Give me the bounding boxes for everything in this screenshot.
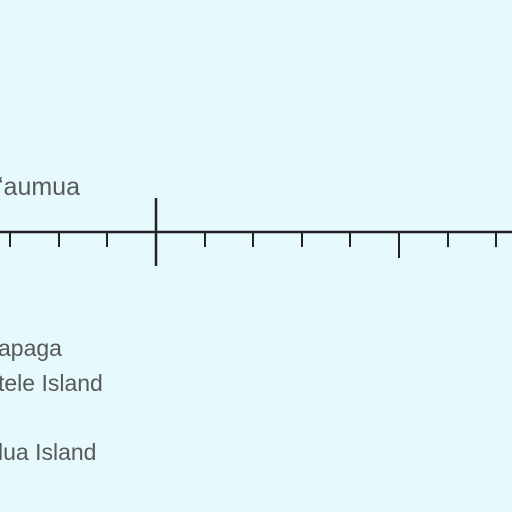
place-label-1: apaga [0,335,62,361]
place-label-top: ʻaumua [0,173,80,201]
place-label-3: lua Island [0,439,97,465]
place-label-2: tele Island [0,370,103,396]
